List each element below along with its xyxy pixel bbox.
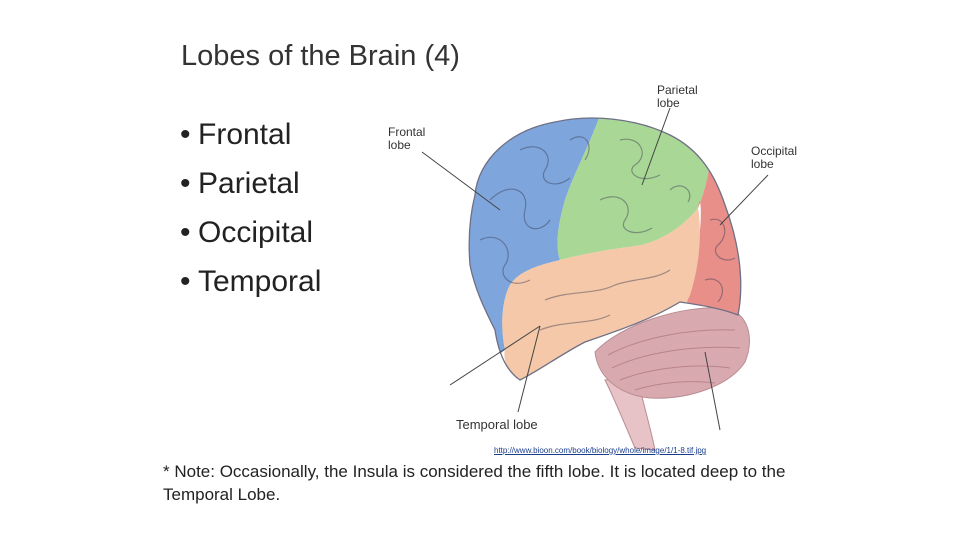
slide-title: Lobes of the Brain (4)	[181, 40, 460, 72]
cerebellum-leader-line	[704, 351, 721, 431]
insula-note: * Note: Occasionally, the Insula is cons…	[163, 462, 786, 504]
bullet-icon: •	[180, 265, 191, 298]
list-item-label: Parietal	[198, 167, 300, 200]
list-item: •Temporal	[180, 257, 321, 306]
leader-lines	[421, 107, 769, 431]
parietal-lobe-label: Parietal lobe	[657, 83, 698, 110]
occipital-leader-line	[719, 174, 769, 226]
frontal-leader-line	[421, 151, 501, 211]
parietal-lobe-shape	[557, 118, 712, 260]
list-item: •Frontal	[180, 110, 321, 159]
frontal-lobe-label: Frontal lobe	[388, 125, 426, 152]
bullet-icon: •	[180, 118, 191, 151]
cerebellum-folia	[607, 329, 741, 391]
list-item-label: Temporal	[198, 265, 322, 298]
parietal-leader-line	[641, 107, 671, 186]
temporal-leader-line-2	[449, 325, 541, 386]
occipital-lobe-label: Occipital lobe	[751, 144, 798, 171]
image-source-link[interactable]: http://www.bioon.com/book/biology/whole/…	[494, 446, 707, 455]
temporal-leader-line	[517, 325, 541, 413]
brain-outline	[468, 117, 742, 381]
brain-illustration	[421, 107, 769, 451]
list-item: •Parietal	[180, 159, 321, 208]
gyri-texture	[479, 136, 736, 331]
lobe-list: •Frontal •Parietal •Occipital •Temporal	[180, 110, 321, 306]
list-item-label: Occipital	[198, 216, 314, 249]
temporal-lobe-label: Temporal lobe	[456, 417, 538, 432]
bullet-icon: •	[180, 167, 191, 200]
bullet-icon: •	[180, 216, 191, 249]
brain-diagram: Frontal lobe Parietal lobe Occipital lob…	[380, 80, 810, 458]
list-item-label: Frontal	[198, 118, 292, 151]
list-item: •Occipital	[180, 208, 321, 257]
temporal-lobe-shape	[502, 208, 700, 380]
